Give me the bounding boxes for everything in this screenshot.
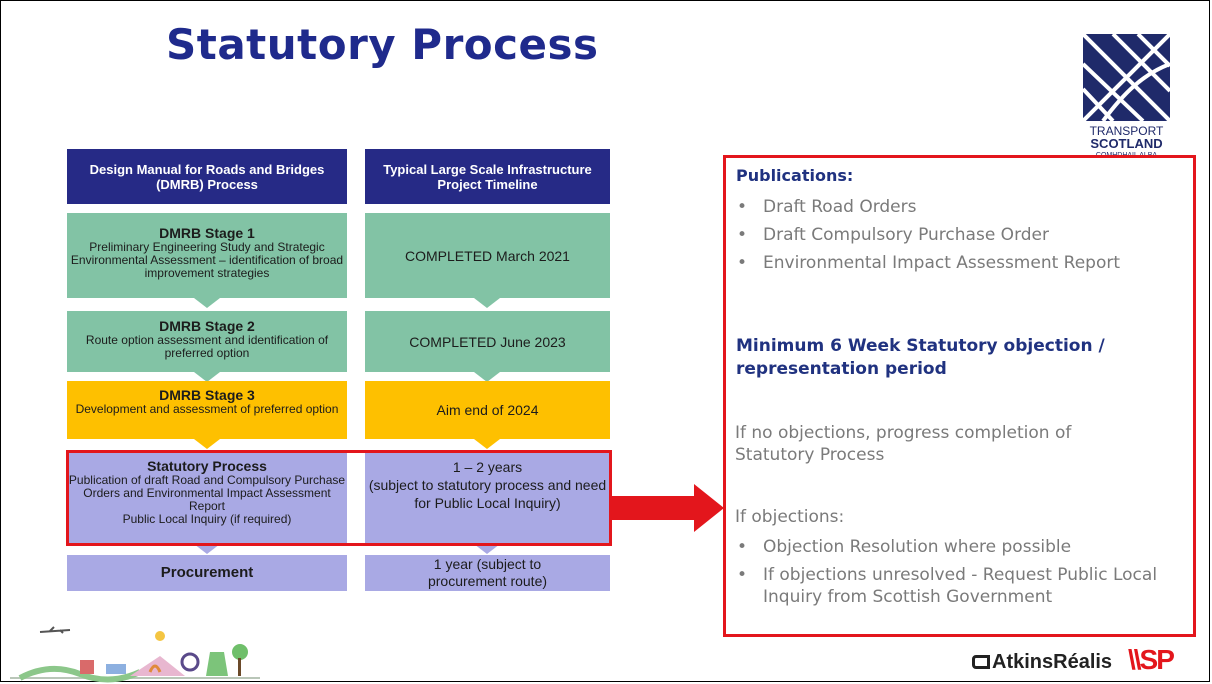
atkinsrealis-logo: AtkinsRéalis [972,651,1112,674]
down-arrow-icon [474,372,500,382]
wsp-logo: \\SP [1128,644,1175,675]
atkinsrealis-mark-icon [972,655,990,669]
statutory-timeline-note: (subject to statutory process and need f… [368,477,607,511]
stage-1-title: DMRB Stage 1 [159,225,255,241]
stage-3-desc: Development and assessment of preferred … [75,402,339,416]
logo-word-gaelic: CÒMHDHAIL ALBA [1095,152,1158,157]
stage-1-timeline: COMPLETED March 2021 [365,213,610,298]
statutory-timeline-main: 1 – 2 years [452,459,523,475]
publication-item: Environmental Impact Assessment Report [735,252,1175,274]
stage-3-timeline: Aim end of 2024 [365,381,610,439]
statutory-process-desc: Publication of draft Road and Compulsory… [68,473,346,513]
objection-item: If objections unresolved - Request Publi… [735,564,1190,608]
statutory-process-desc2: Public Local Inquiry (if required) [122,512,292,526]
transport-scotland-logo: TRANSPORT SCOTLAND CÒMHDHAIL ALBA [1083,34,1170,157]
stage-2-desc: Route option assessment and identificati… [85,333,329,360]
statutory-process-title: Statutory Process [147,458,267,474]
publication-item: Draft Compulsory Purchase Order [735,224,1175,246]
stage-3-title: DMRB Stage 3 [159,387,255,403]
stage-1-box: DMRB Stage 1 Preliminary Engineering Stu… [67,213,347,298]
objections-label: If objections: [735,507,845,527]
period-heading: Minimum 6 Week Statutory objection / rep… [736,336,1105,379]
publications-heading: Publications: [736,166,854,185]
stage-2-timeline: COMPLETED June 2023 [365,311,610,372]
atkinsrealis-text: AtkinsRéalis [992,651,1113,673]
stage-2-box: DMRB Stage 2 Route option assessment and… [67,311,347,372]
logo-word-scotland: SCOTLAND [1090,136,1163,151]
statutory-process-timeline: 1 – 2 years (subject to statutory proces… [365,450,610,544]
no-objections-text: If no objections, progress completion of… [735,423,1072,465]
logo-word-transport: TRANSPORT [1089,124,1164,138]
stage-1-desc: Preliminary Engineering Study and Strate… [70,240,344,280]
right-arrow-icon [610,484,724,532]
down-arrow-icon [474,544,500,554]
procurement-timeline: 1 year (subject to procurement route) [365,555,610,591]
procurement-box: Procurement [67,555,347,591]
publication-item: Draft Road Orders [735,196,1175,218]
left-column-header: Design Manual for Roads and Bridges (DMR… [67,149,347,204]
objections-list: Objection Resolution where possible If o… [735,536,1190,614]
down-arrow-icon [194,439,220,449]
objection-item: Objection Resolution where possible [735,536,1190,558]
transport-scotland-mark-icon [1083,34,1170,121]
down-arrow-icon [194,544,220,554]
down-arrow-icon [474,298,500,308]
down-arrow-icon [474,439,500,449]
slide-title: Statutory Process [166,20,599,69]
landscape-illustration-icon [10,626,260,683]
right-column-header: Typical Large Scale Infrastructure Proje… [365,149,610,204]
stage-2-title: DMRB Stage 2 [159,318,255,334]
statutory-process-box: Statutory Process Publication of draft R… [67,450,347,544]
stage-3-box: DMRB Stage 3 Development and assessment … [67,381,347,439]
details-panel: Publications: Draft Road Orders Draft Co… [723,155,1196,637]
statutory-highlight-box [66,450,612,546]
down-arrow-icon [194,298,220,308]
publications-list: Draft Road Orders Draft Compulsory Purch… [735,196,1175,280]
down-arrow-icon [194,372,220,382]
